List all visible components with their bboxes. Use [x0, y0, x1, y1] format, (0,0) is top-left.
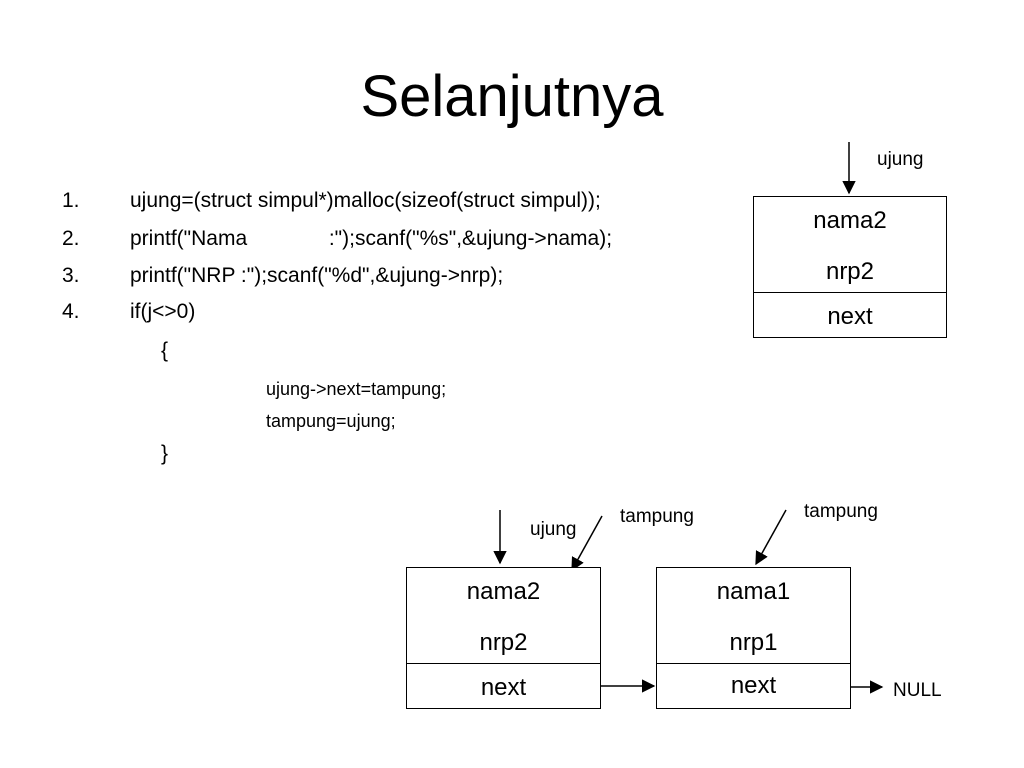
right-tampung-arrow [755, 509, 787, 566]
top-node-next: next [827, 303, 873, 330]
line-number-4: 4. [62, 300, 80, 323]
bottom-right-node-nama: nama1 [716, 578, 791, 605]
block-line-1: ujung->next=tampung; [266, 379, 447, 399]
line-number-1: 1. [62, 189, 80, 212]
bottom-left-tampung-label: tampung [620, 506, 694, 527]
bottom-right-node-divider [657, 663, 850, 664]
block-open-brace: { [161, 339, 169, 362]
top-node-nrp: nrp2 [825, 258, 875, 285]
block-line-2: tampung=ujung; [266, 411, 396, 431]
code-line-4: if(j<>0) [130, 300, 196, 323]
code-line-3: printf("NRP :");scanf("%d",&ujung->nrp); [130, 264, 504, 287]
bottom-left-node-nrp: nrp2 [479, 629, 528, 656]
line-number-2: 2. [62, 227, 80, 250]
code-line-1: ujung=(struct simpul*)malloc(sizeof(stru… [130, 189, 601, 212]
bottom-left-node: nama2 nrp2 next [406, 567, 601, 709]
top-node-nama: nama2 [813, 207, 887, 234]
bottom-right-node-next: next [730, 672, 777, 699]
bottom-left-node-next: next [480, 674, 527, 701]
code-line-2: printf("Nama :");scanf("%s",&ujung->nama… [130, 227, 613, 250]
top-node: nama2 nrp2 next [753, 196, 947, 338]
bottom-left-node-nama: nama2 [466, 578, 541, 605]
line-number-3: 3. [62, 264, 80, 287]
left-tampung-arrow [571, 515, 603, 572]
top-node-divider [754, 292, 946, 293]
bottom-ujung-label: ujung [530, 519, 577, 540]
null-label: NULL [893, 680, 942, 701]
top-ujung-label: ujung [877, 149, 924, 170]
bottom-right-node-nrp: nrp1 [729, 629, 778, 656]
bottom-left-node-divider [407, 663, 600, 664]
block-close-brace: } [161, 442, 169, 465]
bottom-right-node: nama1 nrp1 next [656, 567, 851, 709]
bottom-right-tampung-label: tampung [804, 501, 878, 522]
slide-title: Selanjutnya [360, 64, 664, 129]
